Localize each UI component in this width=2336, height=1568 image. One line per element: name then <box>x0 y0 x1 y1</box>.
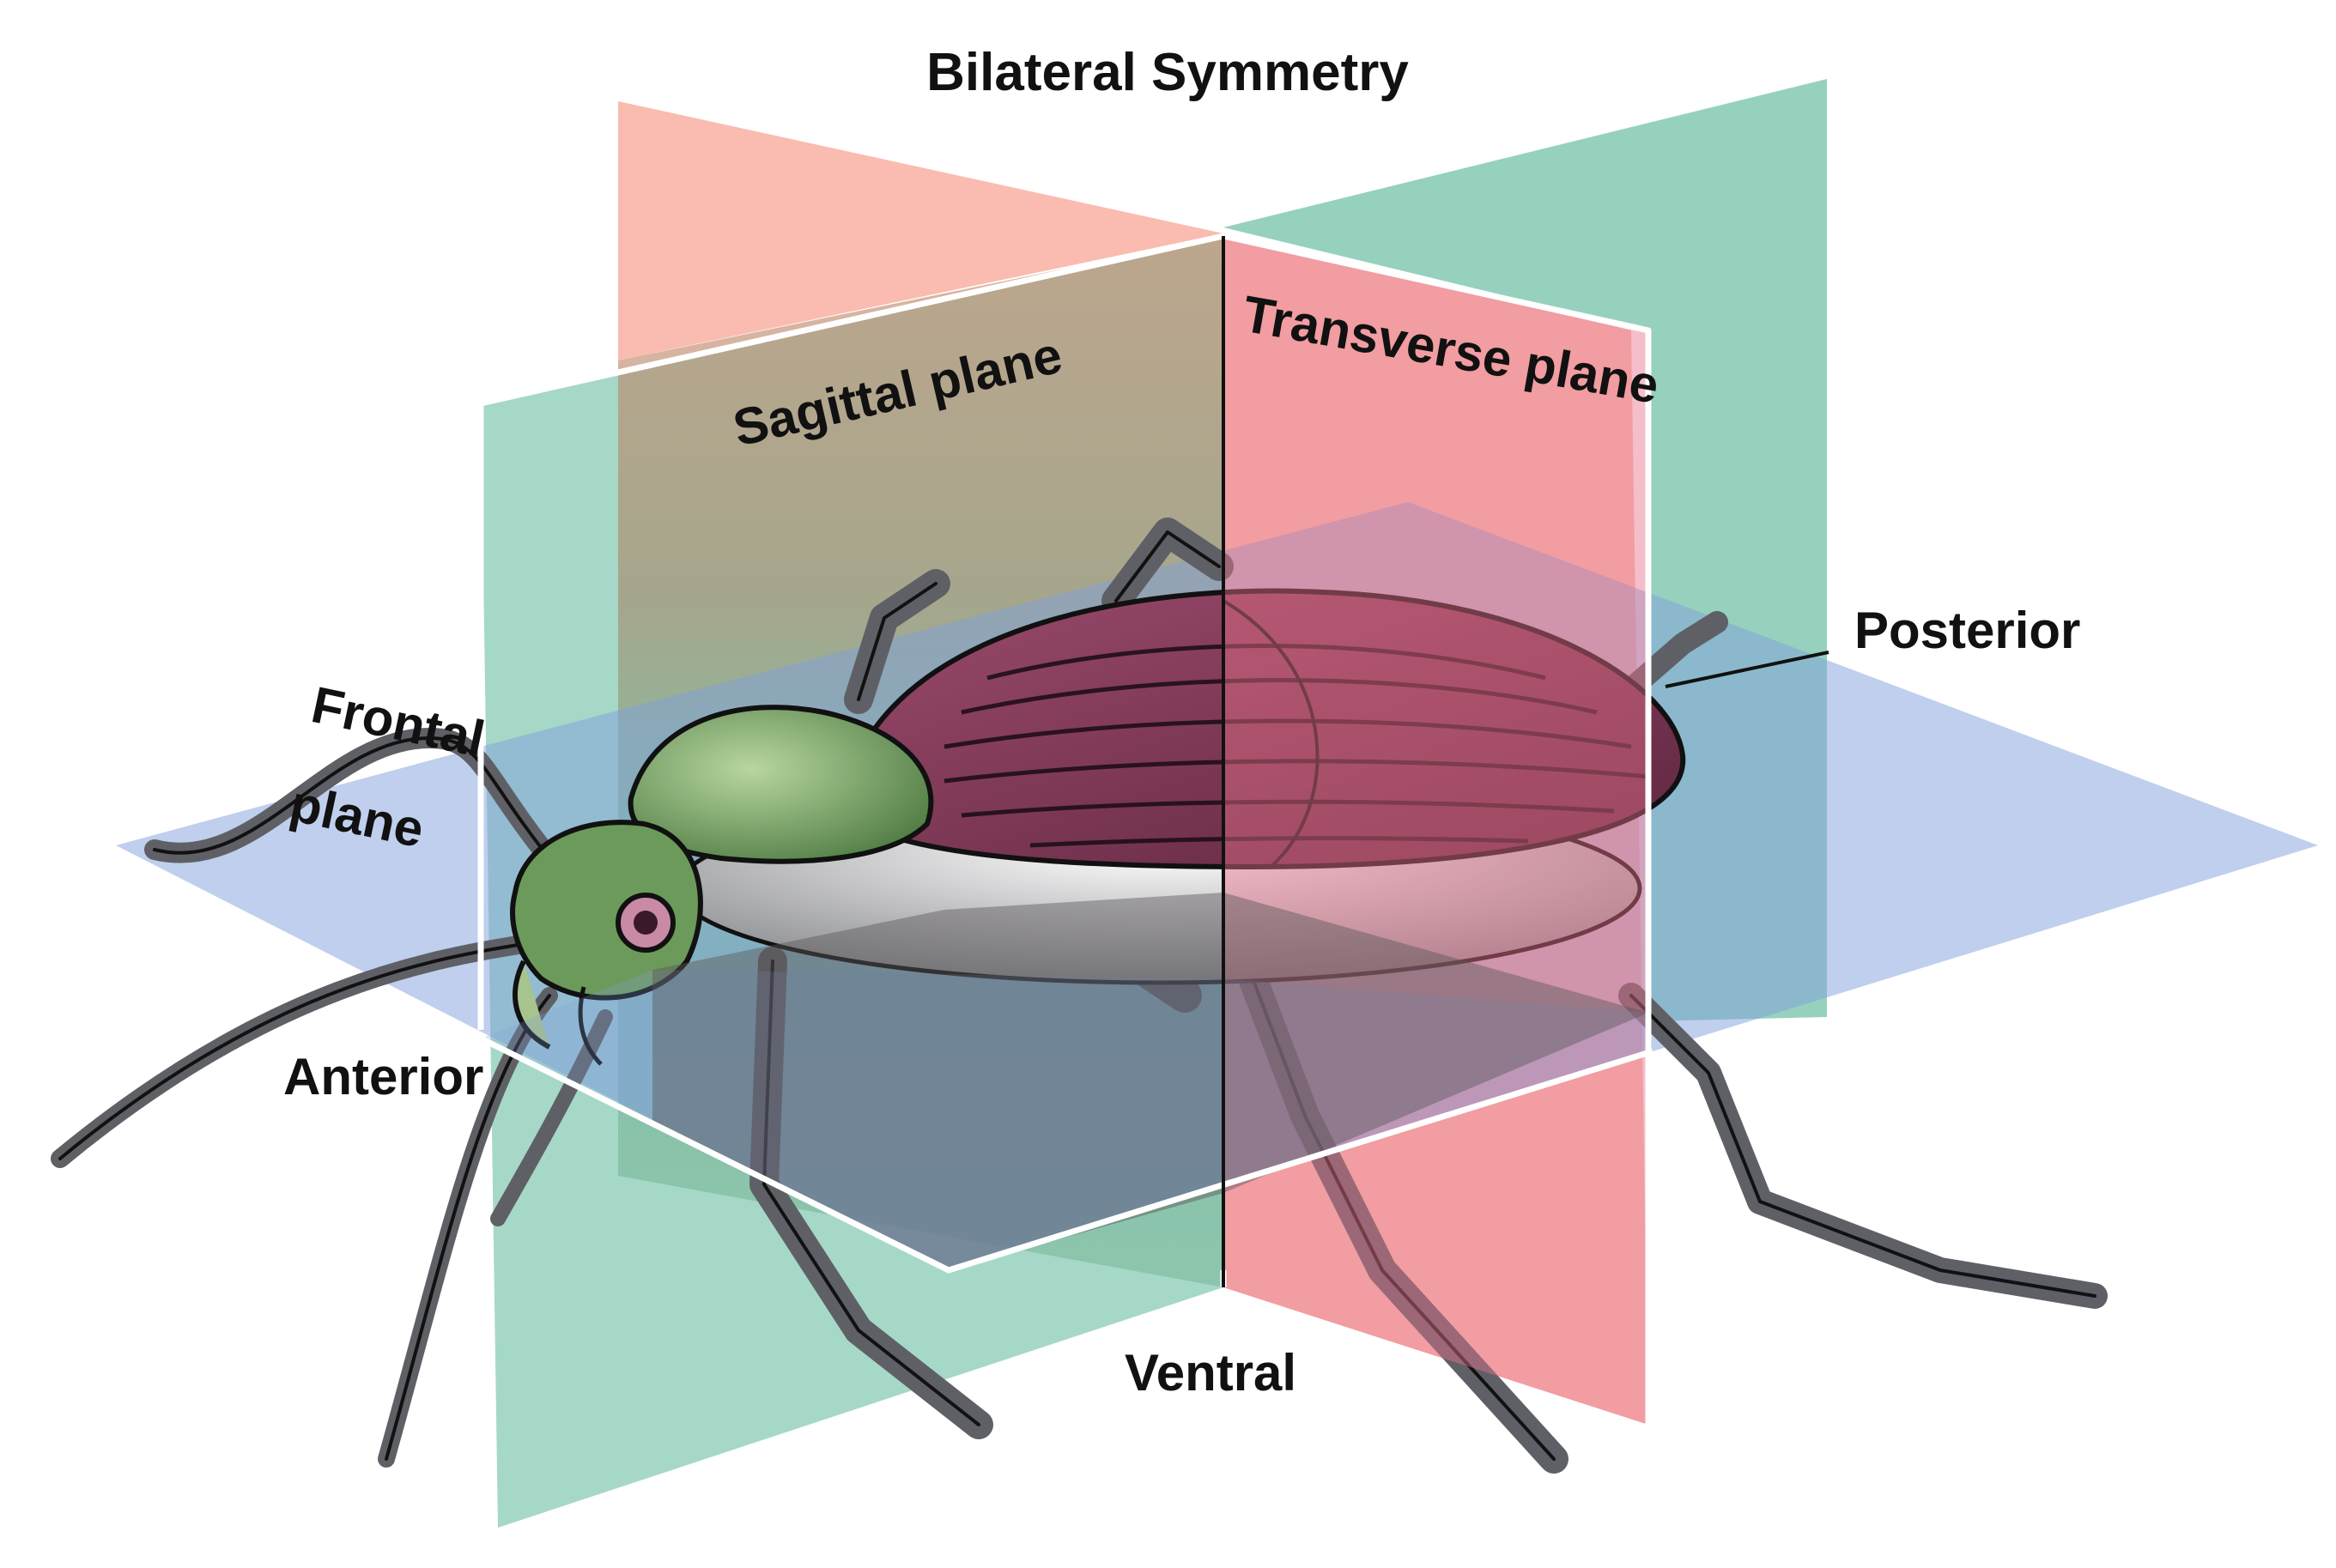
beetle-elytra <box>856 588 1686 870</box>
frontal-plane-overlay <box>481 970 1653 1270</box>
label-posterior: Posterior <box>1854 602 2080 659</box>
label-ventral: Ventral <box>1125 1344 1296 1402</box>
plane-edges <box>477 233 1654 1425</box>
transverse-plane <box>1223 236 1648 1425</box>
beetle-pronotum <box>628 705 934 864</box>
plane-intersection-lines <box>1222 236 1829 1287</box>
beetle-head <box>510 820 703 1066</box>
beetle-illustration <box>51 518 2108 1474</box>
diagram-title: Bilateral Symmetry <box>926 43 1409 102</box>
label-frontal-plane-line1: Frontal <box>306 675 489 768</box>
frontal-plane-shadow <box>652 893 1648 1270</box>
label-anterior: Anterior <box>283 1048 483 1105</box>
